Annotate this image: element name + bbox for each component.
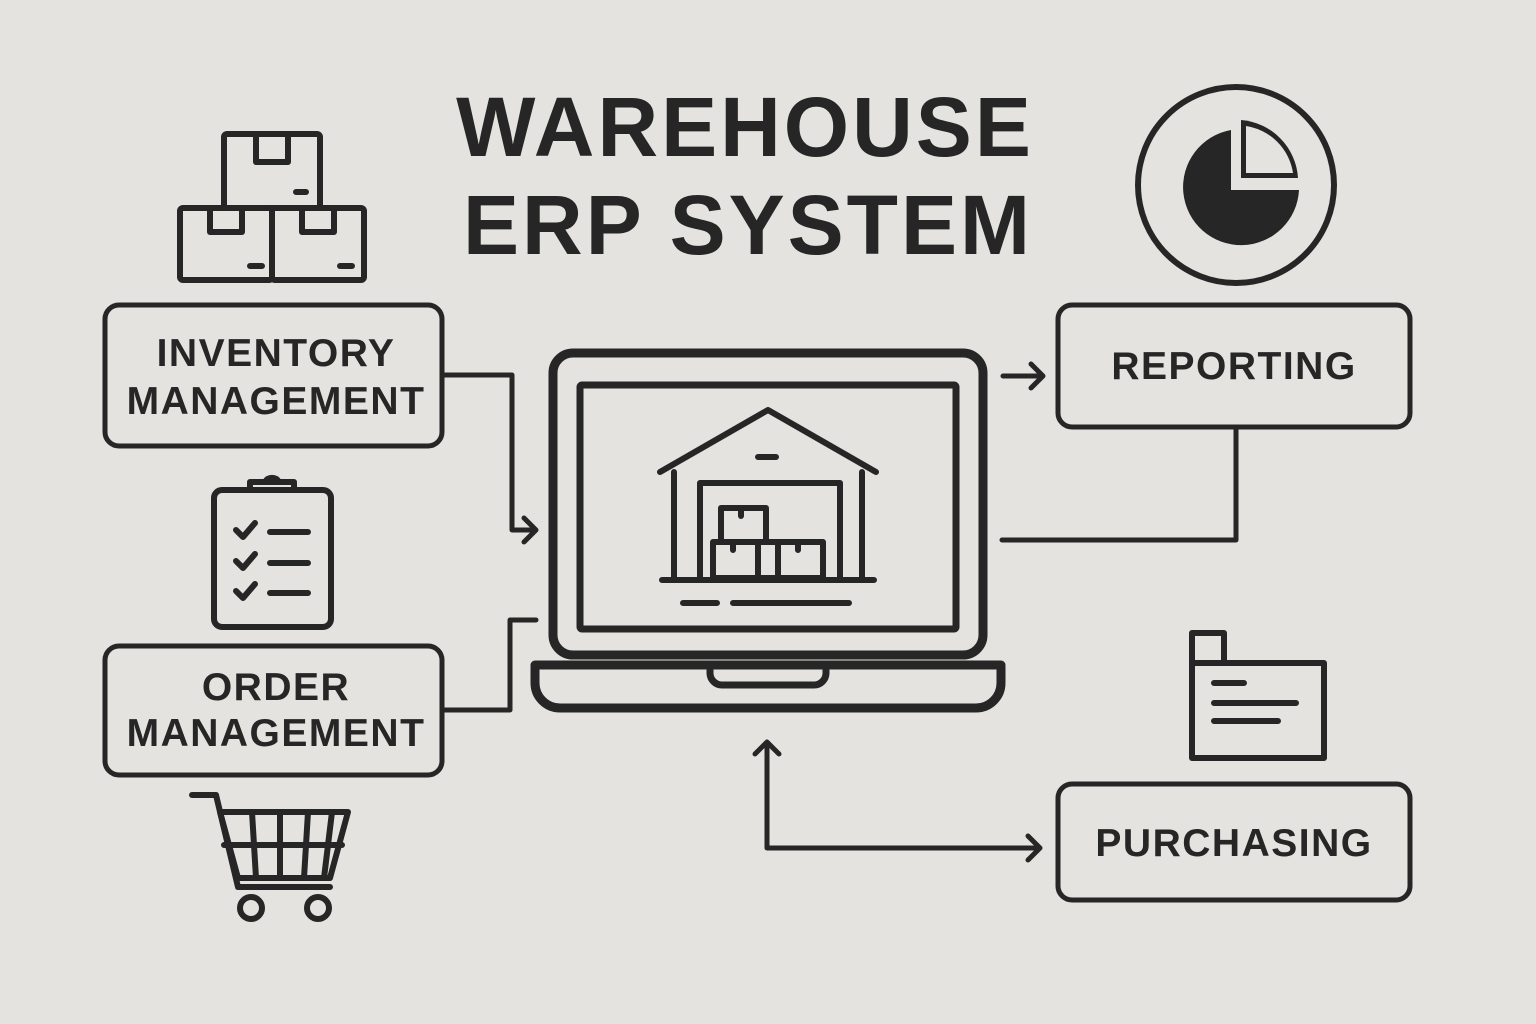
shopping-cart-icon [189,792,351,922]
title-line-2: ERP SYSTEM [463,178,1033,272]
clipboard-checklist-icon [211,474,334,630]
order-label-1: ORDER [202,666,350,709]
order-management-box[interactable]: ORDER MANAGEMENT [102,643,445,778]
reporting-label: REPORTING [1111,345,1356,388]
inventory-management-box[interactable]: INVENTORY MANAGEMENT [102,302,445,449]
document-icon [1189,630,1327,761]
purchasing-box[interactable]: PURCHASING [1055,781,1413,903]
laptop-warehouse-icon [530,348,1006,713]
order-connector [439,617,539,713]
title-line-1: WAREHOUSE [456,80,1034,174]
pie-chart-icon [1135,84,1337,286]
order-label-2: MANAGEMENT [127,712,426,755]
inventory-label-1: INVENTORY [157,332,396,375]
inventory-label-2: MANAGEMENT [127,380,426,423]
purchasing-connector [752,739,1043,863]
purchasing-label: PURCHASING [1095,822,1372,865]
reporting-connectors [999,361,1239,543]
stacked-boxes-icon [177,131,367,283]
inventory-connector [439,372,539,545]
